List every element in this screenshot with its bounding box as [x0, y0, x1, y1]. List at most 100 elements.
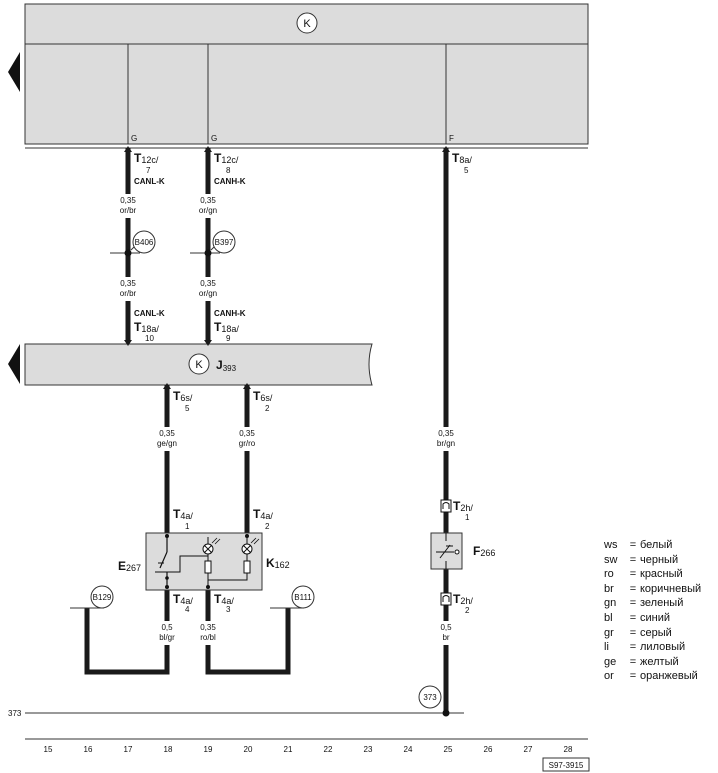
connector-t4a-4: T4a/: [173, 592, 193, 606]
legend-equals: =: [629, 626, 637, 639]
legend-row: ro=красный: [604, 567, 716, 582]
current-track-number: 27: [524, 745, 533, 754]
current-track-number: 17: [124, 745, 133, 754]
wire-color: gr/ro: [239, 439, 256, 448]
legend-row: bl =синий: [604, 611, 716, 626]
j393-module-symbol: [188, 353, 210, 375]
signal-label: CANH-K: [214, 177, 246, 186]
legend-name: коричневый: [640, 582, 702, 595]
connector-pin: 8: [226, 166, 231, 175]
connector-pin: 1: [185, 522, 190, 531]
wire-size: 0,35: [200, 623, 216, 632]
legend-equals: =: [629, 611, 637, 624]
junction-label: 373: [423, 693, 437, 702]
wire-color: or/gn: [199, 206, 217, 215]
legend-code: br: [604, 582, 614, 595]
wire-color: or/gn: [199, 289, 217, 298]
connector-pin: 2: [265, 404, 270, 413]
connector-t4a-2: T4a/: [253, 507, 273, 521]
legend-row: ge=желтый: [604, 655, 716, 670]
connector-pin: 7: [146, 166, 151, 175]
current-track-number: 15: [44, 745, 53, 754]
connector-pin: 2: [265, 522, 270, 531]
legend-name: черный: [640, 553, 679, 566]
legend-code: gn: [604, 597, 617, 610]
connector-pin: 10: [145, 334, 154, 343]
junction-label: B397: [215, 238, 234, 247]
j393-label: J393: [216, 358, 237, 373]
figure-code: S97-3915: [549, 761, 584, 770]
wire-color: or/br: [120, 206, 137, 215]
current-track-number: 23: [364, 745, 373, 754]
connector-t6s-2: T6s/: [253, 389, 273, 403]
connector-pin: 3: [226, 605, 231, 614]
wire-color: ge/gn: [157, 439, 177, 448]
current-track-number: 21: [284, 745, 293, 754]
tap-letter-g2: G: [211, 134, 217, 143]
legend-name: оранжевый: [640, 670, 698, 683]
ground-line-373: 373: [25, 685, 464, 717]
connector-t8a-5: T8a/: [452, 151, 472, 165]
connector-t2h-1: T2h/: [453, 499, 473, 513]
legend-code: ro: [604, 568, 614, 581]
connector-box-t2h-1: [440, 499, 452, 513]
e267-k162-component: [145, 532, 263, 591]
legend-name: серый: [640, 626, 672, 639]
wire-size: 0,35: [159, 429, 175, 438]
wire-color: br: [442, 633, 449, 642]
current-track-number: 28: [564, 745, 573, 754]
left-arrow-j393: [8, 344, 20, 384]
junction-label: B111: [294, 593, 312, 602]
wire-size: 0,35: [239, 429, 255, 438]
legend-row: br =коричневый: [604, 582, 716, 597]
wire-arrows: [124, 146, 450, 389]
connector-pin: 4: [185, 605, 190, 614]
current-track-number: 22: [324, 745, 333, 754]
connector-t18a-9: T18a/: [214, 320, 239, 334]
wire-size: 0,35: [438, 429, 454, 438]
current-track-number: 18: [164, 745, 173, 754]
wire-size: 0,5: [440, 623, 452, 632]
current-track-number: 24: [404, 745, 413, 754]
legend-code: ws: [604, 539, 618, 551]
legend-code: or: [604, 670, 614, 683]
legend-code: sw: [604, 553, 618, 566]
wire-size: 0,35: [200, 279, 216, 288]
wire-color: or/br: [120, 289, 137, 298]
resistor-icon: [243, 560, 251, 574]
legend-code: li: [604, 641, 609, 654]
f266-component: [430, 532, 463, 570]
top-module-symbol: [296, 12, 318, 34]
legend-row: sw=черный: [604, 553, 716, 568]
connector-t6s-5: T6s/: [173, 389, 193, 403]
wire-color: ro/bl: [200, 633, 216, 642]
j393-control-unit: K J393: [8, 343, 373, 386]
wire-size: 0,35: [120, 279, 136, 288]
legend-code: ge: [604, 655, 617, 668]
top-control-unit: K G G F: [8, 3, 589, 149]
wire-color: br/gn: [437, 439, 455, 448]
connector-t12c-8: T12c/: [214, 151, 239, 165]
legend-name: синий: [640, 611, 671, 624]
current-track-number: 16: [84, 745, 93, 754]
legend-equals: =: [629, 641, 637, 654]
legend-equals: =: [629, 582, 637, 595]
wire-color: bl/gr: [159, 633, 175, 642]
current-track-number: 26: [484, 745, 493, 754]
legend-name: лиловый: [640, 641, 686, 654]
ground-b129: B129: [70, 585, 114, 609]
tap-letter-g1: G: [131, 134, 137, 143]
wire-size: 0,35: [200, 196, 216, 205]
connector-t4a-1: T4a/: [173, 507, 193, 521]
left-arrow-top: [8, 52, 20, 92]
connector-t4a-3: T4a/: [214, 592, 234, 606]
connector-pin: 2: [465, 606, 470, 615]
legend-name: белый: [640, 539, 673, 551]
legend-code: bl: [604, 611, 613, 624]
component-e267-label: E267: [118, 559, 141, 573]
j393-module-symbol-letter: K: [195, 359, 203, 371]
component-k162-label: K162: [266, 556, 290, 570]
